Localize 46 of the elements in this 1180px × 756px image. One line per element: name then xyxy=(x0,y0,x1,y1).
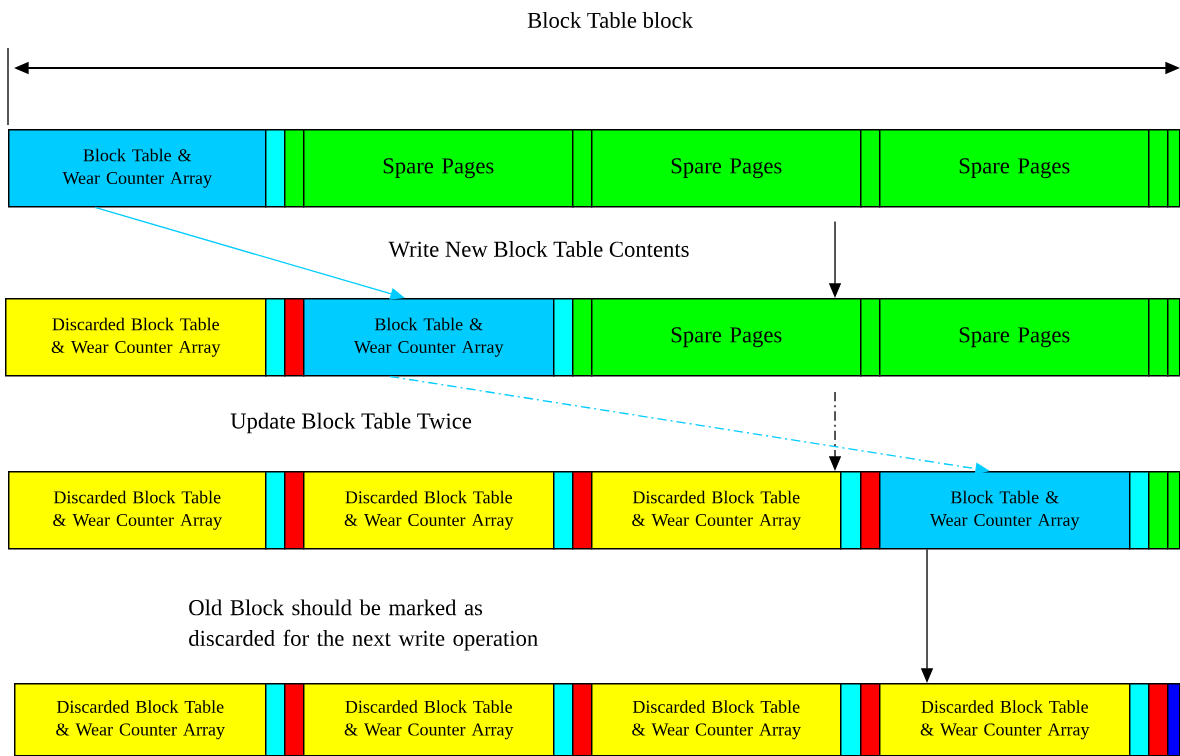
page-strip xyxy=(1148,683,1169,756)
page-strip xyxy=(1167,471,1180,550)
memory-block: Discarded Block Table & Wear Counter Array xyxy=(5,298,267,377)
page-strip xyxy=(284,683,305,756)
page-strip xyxy=(860,471,881,550)
page-strip xyxy=(553,471,574,550)
page-strip xyxy=(840,471,862,550)
page-strip xyxy=(840,683,862,756)
page-strip xyxy=(284,129,305,208)
page-strip xyxy=(572,129,593,208)
page-strip xyxy=(1129,683,1150,756)
page-strip xyxy=(265,129,286,208)
memory-block: Discarded Block Table & Wear Counter Array xyxy=(303,683,555,756)
page-strip xyxy=(284,471,305,550)
page-strip xyxy=(265,471,286,550)
memory-block: Discarded Block Table & Wear Counter Array xyxy=(14,683,267,756)
memory-block: Discarded Block Table & Wear Counter Array xyxy=(8,471,267,550)
memory-block: Block Table & Wear Counter Array xyxy=(8,129,267,208)
page-strip xyxy=(572,683,593,756)
page-strip xyxy=(284,298,305,377)
page-strip xyxy=(1167,683,1180,756)
page-strip xyxy=(860,129,881,208)
page-strip xyxy=(1148,471,1169,550)
caption-text: Block Table block xyxy=(527,12,693,28)
page-strip xyxy=(572,471,593,550)
memory-block: Block Table & Wear Counter Array xyxy=(879,471,1131,550)
memory-block: Discarded Block Table & Wear Counter Array xyxy=(879,683,1131,756)
page-strip xyxy=(860,683,881,756)
page-strip xyxy=(1167,298,1180,377)
memory-block: Block Table & Wear Counter Array xyxy=(303,298,555,377)
memory-block: Discarded Block Table & Wear Counter Array xyxy=(303,471,555,550)
memory-block: Discarded Block Table & Wear Counter Array xyxy=(591,471,842,550)
caption-text: Write New Block Table Contents xyxy=(388,240,689,258)
page-strip xyxy=(1129,471,1150,550)
page-strip xyxy=(1148,129,1169,208)
page-strip xyxy=(553,298,574,377)
page-strip xyxy=(860,298,881,377)
page-strip xyxy=(1167,129,1180,208)
memory-block: Discarded Block Table & Wear Counter Array xyxy=(591,683,842,756)
page-strip xyxy=(553,683,574,756)
caption-text: Old Block should be marked as discarded for the next write operation xyxy=(189,599,538,651)
page-strip xyxy=(572,298,593,377)
caption-text: Update Block Table Twice xyxy=(230,412,472,434)
page-strip xyxy=(1148,298,1169,377)
page-strip xyxy=(265,683,286,756)
page-strip xyxy=(265,298,286,377)
